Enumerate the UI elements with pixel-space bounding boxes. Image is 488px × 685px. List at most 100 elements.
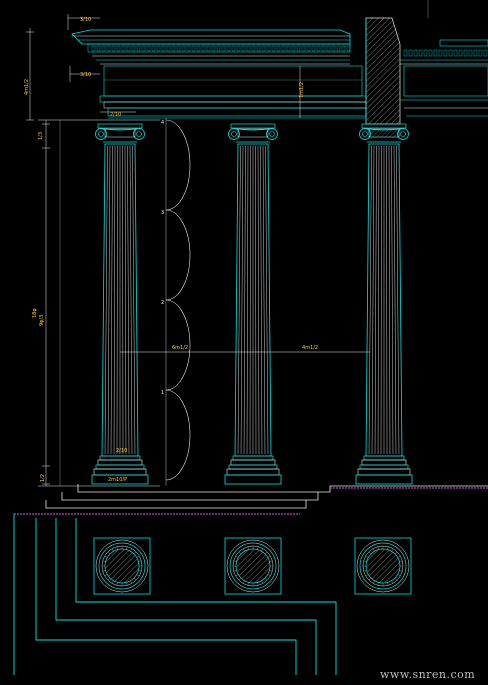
dim-column-left-b: 9φ/3 <box>39 315 45 326</box>
column-plan <box>354 537 412 595</box>
flute <box>110 145 113 455</box>
dentil <box>301 45 306 52</box>
dentil <box>251 45 256 52</box>
dentil <box>196 45 201 52</box>
dim-module-left: 4m1/2 <box>24 79 30 95</box>
flute-mark <box>242 548 245 552</box>
flute <box>396 145 400 455</box>
base-fillet <box>99 455 141 461</box>
flute <box>388 145 391 455</box>
flute-mark <box>269 560 273 562</box>
dentil <box>316 45 321 52</box>
flute-mark <box>233 560 237 562</box>
flute-mark <box>104 574 108 577</box>
plinth <box>91 474 149 485</box>
dentil <box>256 45 261 52</box>
ionic-column <box>224 123 282 485</box>
flute <box>265 145 269 455</box>
dimension-lines <box>26 0 429 487</box>
dentil <box>146 45 151 52</box>
dentil-row <box>91 45 351 52</box>
flute-mark <box>247 546 249 550</box>
flute-mark <box>261 548 264 552</box>
torus-outline <box>98 542 146 590</box>
flute <box>129 145 133 455</box>
flute-mark <box>116 546 118 550</box>
volute-eye <box>136 131 142 137</box>
flute <box>386 145 388 455</box>
dentil <box>211 45 216 52</box>
column-plans <box>93 537 412 595</box>
flute-mark <box>130 548 133 552</box>
dentil <box>463 49 468 57</box>
base-torus-lower <box>357 468 411 476</box>
dentil <box>181 45 186 52</box>
flute-mark <box>238 577 242 581</box>
dentil <box>156 45 161 52</box>
dentil <box>266 45 271 52</box>
section-cut <box>365 17 401 125</box>
dentil <box>191 45 196 52</box>
flute-mark <box>363 560 367 562</box>
dentil <box>246 45 251 52</box>
shaft-section <box>365 548 401 584</box>
plinth-square <box>354 537 412 595</box>
flute <box>393 145 397 455</box>
dim-plinth-h: 1/2 <box>40 474 46 482</box>
flute <box>371 145 375 455</box>
flute-mark <box>264 577 268 581</box>
dim-base-h: 2/10 <box>116 448 127 454</box>
torus-outline <box>359 542 407 590</box>
flute-mark <box>264 551 268 555</box>
ionic-column <box>91 123 149 485</box>
echinus <box>232 127 274 131</box>
base-torus <box>97 459 143 466</box>
dim-top-b: 3/10 <box>80 72 91 78</box>
flute-mark <box>130 580 133 584</box>
dentil <box>433 49 438 57</box>
flute <box>124 145 127 455</box>
dentil <box>473 49 478 57</box>
dentil <box>201 45 206 52</box>
flute-mark <box>261 580 264 584</box>
capital-band <box>104 128 136 138</box>
dentil <box>136 45 141 52</box>
flute-mark <box>126 546 128 550</box>
base-torus <box>361 459 407 466</box>
shaft-section <box>104 548 140 584</box>
columns <box>91 123 413 485</box>
flute-mark <box>377 546 379 550</box>
capital-band <box>237 128 269 138</box>
flute <box>104 145 108 455</box>
dentil <box>286 45 291 52</box>
ionic-column <box>355 123 413 485</box>
dentil <box>438 49 443 57</box>
division-label: 4 <box>161 120 164 126</box>
flute-mark <box>242 580 245 584</box>
base-outline <box>356 539 410 593</box>
dentil <box>231 45 236 52</box>
flute-mark <box>377 582 379 586</box>
flute <box>255 145 257 455</box>
plinth-square <box>93 537 151 595</box>
flute-mark <box>138 560 142 562</box>
dim-abacus: 2/10 <box>110 112 121 118</box>
dentil <box>428 49 433 57</box>
abacus <box>361 123 407 129</box>
dentil <box>276 45 281 52</box>
dentil <box>241 45 246 52</box>
flute <box>262 145 266 455</box>
volute-right <box>133 128 145 140</box>
flute <box>240 145 244 455</box>
dentil <box>423 49 428 57</box>
flute-mark <box>126 582 128 586</box>
dentil <box>418 49 423 57</box>
base-outline <box>95 539 149 593</box>
dentil <box>111 45 116 52</box>
dentil <box>408 49 413 57</box>
dentil <box>346 45 351 52</box>
dentil <box>216 45 221 52</box>
plinth-square <box>224 537 282 595</box>
flute-mark <box>397 574 401 577</box>
dentil <box>448 49 453 57</box>
